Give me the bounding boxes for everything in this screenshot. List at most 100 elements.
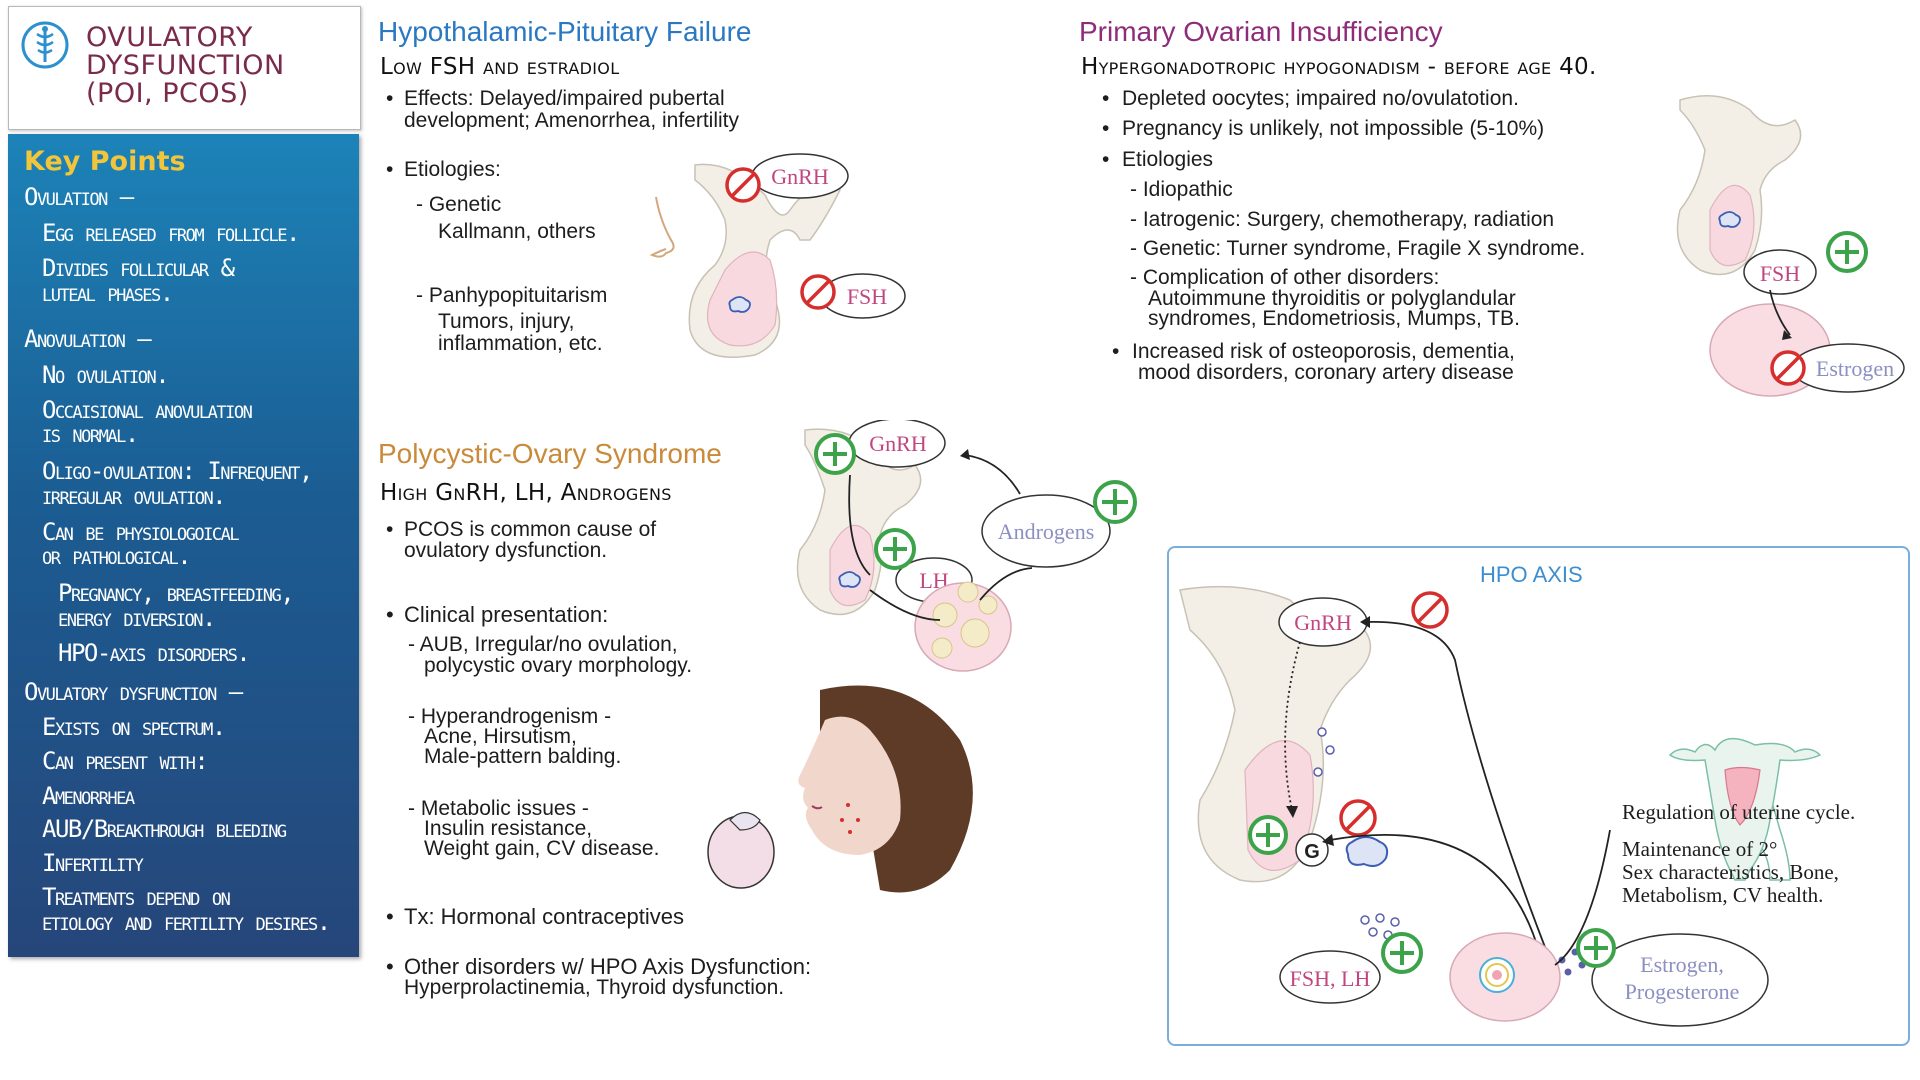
poi-bullet: Depleted oocytes; impaired no/ovulatotio… [1122,87,1519,110]
hpf-fsh-label: FSH [847,284,887,309]
key-point-line: Can present with: [42,747,209,775]
hpo-progesterone-label: Progesterone [1625,979,1740,1004]
page-title: Ovulatory Dysfunction (POI, PCOS) [86,24,285,108]
bullet-dot: • [386,602,394,627]
pcos-clinical: Clinical presentation: [404,602,609,627]
pcos-title: Polycystic-Ovary Syndrome [378,438,722,469]
pcos-item: polycystic ovary morphology. [424,654,693,677]
bullet-dot: • [1112,340,1120,363]
pcos-axis-diagram: GnRH LH Androgens [796,420,1137,672]
hpo-maintenance: Maintenance of 2° [1622,837,1778,861]
pcos-subtitle: High GnRH, LH, Androgens [380,480,672,506]
face-illustration [707,685,973,893]
key-point-line: Amenorrhea [42,782,135,810]
hpo-g-label: G [1304,841,1320,863]
hpo-maintenance: Metabolism, CV health. [1622,883,1824,907]
poi-etiology: syndromes, Endometriosis, Mumps, TB. [1148,307,1520,330]
pcos-bullet: PCOS is common cause of [404,518,657,541]
caduceus-logo-icon [21,21,69,69]
hpo-regulation: Regulation of uterine cycle. [1622,800,1856,824]
key-point-line: Can be physiologoical [42,518,240,546]
poi-axis-diagram: FSH Estrogen [1676,95,1905,397]
key-point-line: Occaisional anovulation [42,396,253,424]
bullet-dot: • [386,87,394,110]
hpf-subtitle: Low FSH and estradiol [380,54,620,80]
title-line: Dysfunction [86,50,285,81]
key-point-line: HPO-axis disorders. [58,639,251,667]
key-point-line: Infertility [42,849,144,877]
pcos-bullet: ovulatory dysfunction. [404,539,608,562]
bullet-dot: • [386,904,394,929]
poi-risk: Increased risk of osteoporosis, dementia… [1132,340,1515,363]
poi-bullet: Pregnancy is unlikely, not impossible (5… [1122,117,1545,140]
poi-etiologies: Etiologies [1122,148,1214,171]
hpf-panhypo: - Panhypopituitarism [416,284,608,307]
pcos-other: Other disorders w/ HPO Axis Dysfunction: [404,954,812,979]
key-point-line: is normal. [42,420,139,448]
key-point-line: Divides follicular & [42,254,235,282]
pcos-gnrh-label: GnRH [869,431,927,456]
pcos-other: Hyperprolactinemia, Thyroid dysfunction. [404,976,785,999]
hpo-axis-diagram: GnRH G FSH, LH Estrogen, Progesterone [1179,585,1822,1027]
key-point-line: Oligo-ovulation: Infrequent, [42,457,313,485]
hpf-title: Hypothalamic-Pituitary Failure [378,16,752,47]
hpo-maintenance: Sex characteristics, Bone, [1622,860,1839,884]
pcos-tx: Tx: Hormonal contraceptives [404,904,684,929]
bullet-dot: • [386,518,394,541]
hpf-etiologies: Etiologies: [404,158,501,181]
pcos-item: - AUB, Irregular/no ovulation, [408,633,678,656]
pcos-item: Insulin resistance, [424,817,593,840]
poi-etiology: - Complication of other disorders: [1130,266,1440,289]
bullet-dot: • [1102,87,1110,110]
key-point-line: or pathological. [42,542,192,570]
poi-subtitle: Hypergonadotropic hypogonadism - before … [1081,54,1597,80]
title-line: (POI, PCOS) [86,78,249,109]
pcos-item: Weight gain, CV disease. [424,837,660,860]
poi-etiology: - Genetic: Turner syndrome, Fragile X sy… [1130,237,1586,260]
key-point-line: Ovulation — [24,183,134,211]
pcos-item: Male-pattern balding. [424,745,622,768]
key-point-line: Exists on spectrum. [42,713,226,741]
hpf-genetic-sub: Kallmann, others [438,220,596,243]
hpo-fsh-lh-label: FSH, LH [1290,966,1371,991]
hpo-estrogen-label: Estrogen, [1640,952,1724,977]
key-point-line: luteal phases. [42,279,174,307]
key-point-line: energy diversion. [58,604,216,632]
key-point-line: Ovulatory dysfunction — [24,678,243,706]
pcos-androgens-label: Androgens [998,519,1095,544]
key-point-line: etiology and fertility desires. [42,908,331,936]
hpf-genetic: - Genetic [416,193,502,216]
bullet-dot: • [386,954,394,979]
hpf-effects: development; Amenorrhea, infertility [404,109,740,132]
poi-estrogen-label: Estrogen [1816,356,1894,381]
poi-fsh-label: FSH [1760,261,1800,286]
bullet-dot: • [1102,148,1110,171]
hpo-title: HPO AXIS [1480,562,1583,587]
ovary-cyst-icon [707,811,775,889]
poi-risk: mood disorders, coronary artery disease [1138,361,1514,384]
key-point-line: Egg released from follicle. [42,219,300,247]
hpf-gnrh-label: GnRH [771,164,829,189]
poi-etiology: - Iatrogenic: Surgery, chemotherapy, rad… [1130,208,1555,231]
key-points-panel [8,134,359,957]
poi-etiology: - Idiopathic [1130,178,1233,201]
poi-etiology: Autoimmune thyroiditis or polyglandular [1148,287,1516,310]
key-point-line: No ovulation. [42,361,170,389]
hpo-gnrh-label: GnRH [1294,610,1352,635]
pcos-item: Acne, Hirsutism, [424,725,577,748]
nose-icon [649,196,675,258]
hpf-pituitary-diagram: GnRH FSH [688,153,906,358]
key-point-line: Anovulation — [24,325,152,353]
title-line: Ovulatory [86,22,253,53]
key-point-line: Treatments depend on [42,883,231,911]
pcos-item: - Metabolic issues - [408,797,589,820]
key-points-heading: Key Points [24,146,186,177]
hpf-effects: Effects: Delayed/impaired pubertal [404,87,725,110]
hpf-panhypo-sub: Tumors, injury, [438,310,575,333]
poi-title: Primary Ovarian Insufficiency [1079,16,1443,47]
bullet-dot: • [1102,117,1110,140]
pcos-item: - Hyperandrogenism - [408,705,612,728]
uterus-icon [1668,737,1822,881]
key-point-line: AUB/Breakthrough bleeding [42,815,287,843]
bullet-dot: • [386,158,394,181]
